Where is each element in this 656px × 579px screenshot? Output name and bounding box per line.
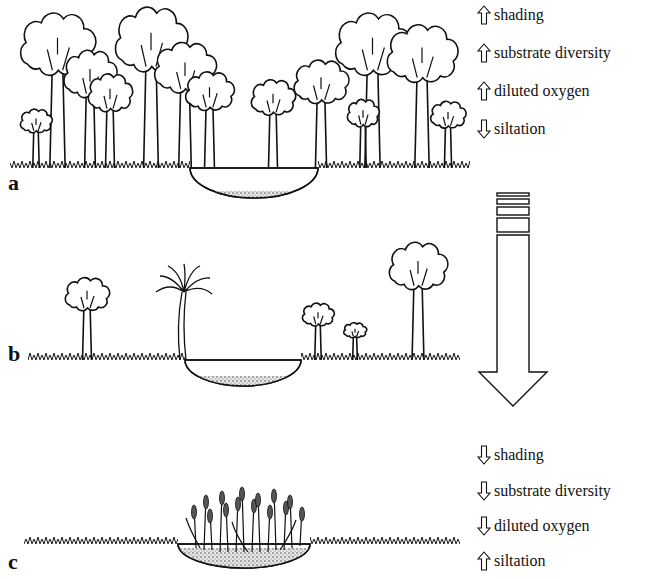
- palm-tree: [156, 264, 212, 360]
- trend-label: substrate diversity: [494, 482, 611, 500]
- tree: [387, 25, 458, 168]
- sapling: [347, 99, 379, 168]
- trend-label: shading: [494, 446, 544, 464]
- trend-label: substrate diversity: [494, 44, 611, 62]
- tree: [302, 303, 334, 360]
- pond-rim: [185, 360, 301, 386]
- cattails: [192, 487, 305, 523]
- grass: [318, 160, 470, 168]
- panel-letter: c: [8, 550, 18, 574]
- tree: [65, 278, 109, 360]
- tree: [88, 74, 132, 168]
- trend-label: siltation: [494, 552, 546, 570]
- reeds: [186, 488, 302, 552]
- grass: [310, 536, 460, 544]
- sediment: [185, 191, 325, 203]
- sapling: [20, 109, 52, 168]
- cleared-panel: [28, 242, 460, 388]
- panel-letter: b: [8, 342, 20, 366]
- grass: [10, 160, 190, 168]
- grass: [28, 352, 185, 360]
- sapling: [431, 101, 466, 168]
- trend-arrows: [478, 6, 490, 570]
- forest-panel: [10, 7, 470, 203]
- trend-label: shading: [494, 6, 544, 24]
- tree: [186, 72, 235, 168]
- tree: [294, 60, 349, 168]
- grass: [24, 536, 178, 544]
- panel-letter: a: [8, 171, 19, 195]
- trend-label: diluted oxygen: [494, 82, 590, 100]
- trend-label: siltation: [494, 120, 546, 138]
- tree: [251, 80, 295, 168]
- transition-arrow: [479, 193, 547, 406]
- grass: [301, 352, 460, 360]
- trend-label: diluted oxygen: [494, 517, 590, 535]
- pasture-panel: [24, 487, 460, 572]
- pond-rim: [190, 168, 318, 198]
- tree: [389, 242, 447, 360]
